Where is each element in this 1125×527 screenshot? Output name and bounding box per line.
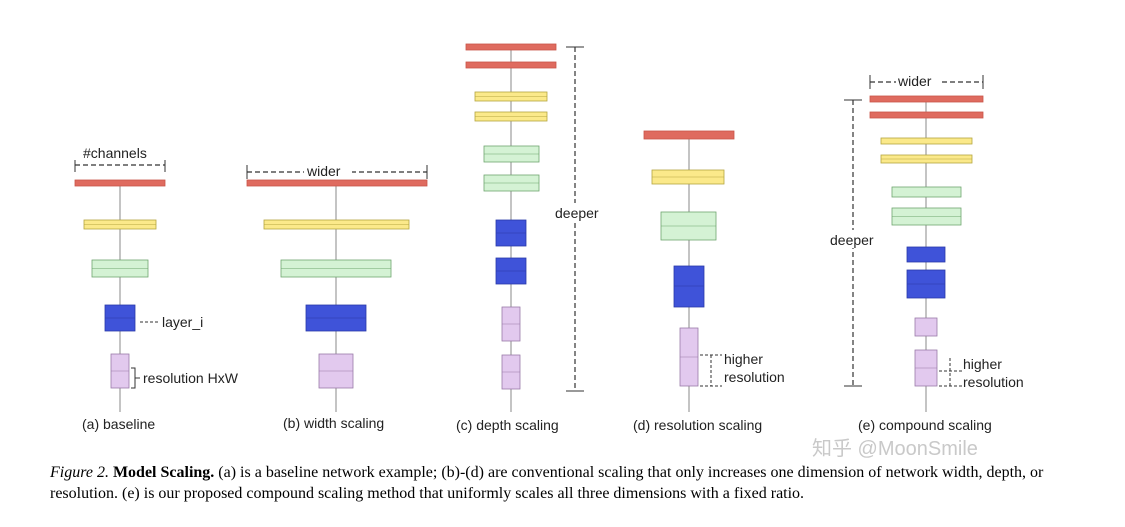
panel-d-resolution-scaling: higher resolution (d) resolution scaling: [633, 130, 785, 433]
panel-a-label: (a) baseline: [82, 416, 155, 432]
blue-layer: [906, 246, 946, 263]
blue-layer: [673, 265, 705, 308]
layer-i-label: layer_i: [162, 314, 203, 330]
resolution-label: resolution: [963, 374, 1024, 390]
purple-input: [914, 317, 938, 337]
panel-a-baseline: #channels layer_i resolution HxW (a) bas…: [74, 145, 239, 432]
watermark: 知乎 @MoonSmile: [812, 437, 978, 460]
panel-c-depth-scaling: deeper (c) depth scaling: [456, 43, 603, 433]
model-scaling-diagram: #channels layer_i resolution HxW (a) bas…: [74, 43, 1024, 460]
yellow-layer: [880, 137, 973, 145]
panel-e-compound-scaling: wider higher resolution deeper (e) compo…: [828, 72, 1024, 433]
figure-caption: Figure 2. Model Scaling. (a) is a baseli…: [50, 462, 1110, 504]
higher-label: higher: [963, 356, 1002, 372]
deeper-label: deeper: [830, 232, 874, 248]
red-layer: [465, 43, 557, 51]
deeper-label: deeper: [555, 205, 599, 221]
red-layer: [869, 95, 984, 103]
wider-label: wider: [897, 73, 932, 89]
red-layer: [246, 179, 428, 187]
resolution-label: resolution: [724, 369, 785, 385]
figure-number: Figure 2.: [50, 464, 109, 481]
caption-title: Model Scaling.: [112, 464, 215, 481]
red-layer: [465, 61, 557, 69]
resolution-label: resolution HxW: [143, 370, 239, 386]
green-layer: [891, 186, 962, 198]
panel-d-label: (d) resolution scaling: [633, 417, 762, 433]
channels-label: #channels: [83, 145, 147, 161]
red-layer: [643, 130, 735, 140]
panel-b-width-scaling: wider (b) width scaling: [246, 162, 428, 431]
caption-body: (a) is a baseline network example; (b)-(…: [50, 464, 1044, 502]
higher-label: higher: [724, 351, 763, 367]
wider-label: wider: [306, 163, 341, 179]
red-layer: [869, 111, 984, 119]
panel-e-label: (e) compound scaling: [858, 417, 992, 433]
red-layer: [74, 179, 166, 187]
panel-c-label: (c) depth scaling: [456, 417, 559, 433]
panel-b-label: (b) width scaling: [283, 415, 384, 431]
